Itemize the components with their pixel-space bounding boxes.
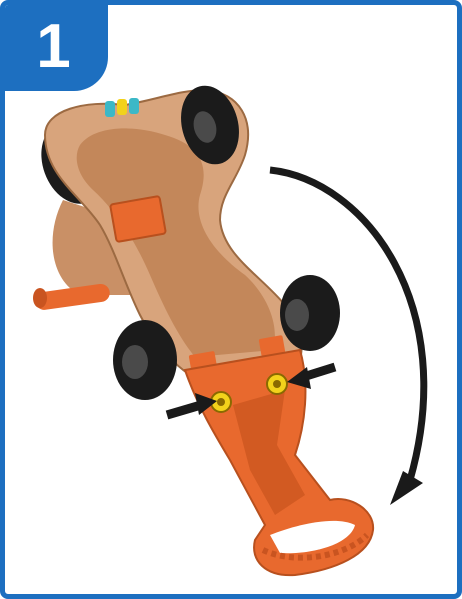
ride-on-toy-illustration — [5, 5, 462, 599]
screw-icon — [267, 374, 287, 394]
step-badge: 1 — [5, 5, 108, 91]
step-number: 1 — [36, 16, 70, 78]
seat-plate — [110, 196, 166, 242]
front-left-wheel — [113, 320, 177, 400]
mid-right-wheel — [280, 275, 340, 351]
